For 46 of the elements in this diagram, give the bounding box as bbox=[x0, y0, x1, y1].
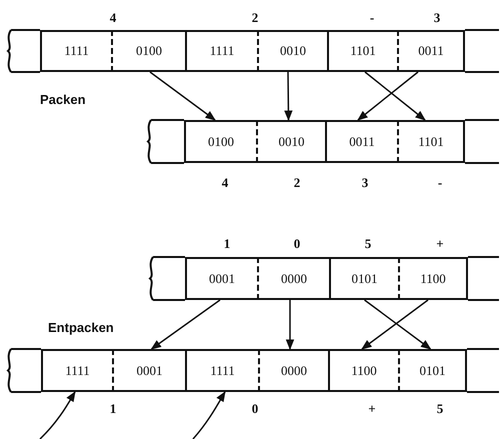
nibble-cell: 0001 bbox=[185, 257, 257, 300]
nibble-cell: 0011 bbox=[325, 120, 397, 163]
digit-label: 0 bbox=[292, 236, 302, 252]
arrow bbox=[39, 391, 76, 439]
digit-label: 0 bbox=[250, 401, 260, 417]
digit-label: + bbox=[367, 401, 377, 417]
nibble-cell: 0100 bbox=[184, 120, 256, 163]
nibble-cell: 0000 bbox=[257, 257, 329, 300]
digit-label: 2 bbox=[250, 10, 260, 26]
digit-label: 3 bbox=[432, 10, 442, 26]
nibble-cell: 0101 bbox=[329, 257, 398, 300]
nibble-cell: 1100 bbox=[328, 349, 398, 392]
arrow bbox=[286, 300, 294, 350]
nibble-cell: 0010 bbox=[256, 120, 325, 163]
arrow bbox=[284, 72, 293, 122]
arrow bbox=[364, 71, 426, 121]
nibble-cell: 1111 bbox=[185, 349, 258, 392]
nibble-cell: 0101 bbox=[398, 349, 467, 392]
nibble-cell: 1111 bbox=[185, 30, 257, 72]
digit-label: 1 bbox=[222, 236, 232, 252]
arrow bbox=[357, 71, 418, 121]
nibble-cell: 0001 bbox=[112, 349, 185, 392]
arrow bbox=[150, 71, 216, 121]
digit-label: 2 bbox=[292, 175, 302, 191]
arrow bbox=[150, 299, 220, 350]
nibble-cell: 1100 bbox=[398, 257, 468, 300]
nibble-cell: 1111 bbox=[41, 349, 112, 392]
nibble-cell: 0100 bbox=[111, 30, 185, 72]
digit-label: - bbox=[436, 175, 444, 191]
arrow bbox=[192, 391, 226, 439]
section-title: Entpacken bbox=[48, 320, 114, 335]
digit-label: 5 bbox=[364, 236, 372, 252]
digit-label: - bbox=[368, 10, 376, 26]
nibble-cell: 0000 bbox=[258, 349, 328, 392]
nibble-cell: 0010 bbox=[257, 30, 327, 72]
digit-label: 1 bbox=[108, 401, 118, 417]
digit-label: 4 bbox=[108, 10, 118, 26]
nibble-cell: 0011 bbox=[397, 30, 465, 72]
digit-label: 4 bbox=[220, 175, 230, 191]
nibble-cell: 1101 bbox=[327, 30, 397, 72]
section-title: Packen bbox=[40, 92, 86, 107]
digit-label: 5 bbox=[436, 401, 444, 417]
nibble-cell: 1101 bbox=[397, 120, 465, 163]
digit-label: + bbox=[435, 236, 445, 252]
nibble-cell: 1111 bbox=[40, 30, 111, 72]
digit-label: 3 bbox=[360, 175, 370, 191]
